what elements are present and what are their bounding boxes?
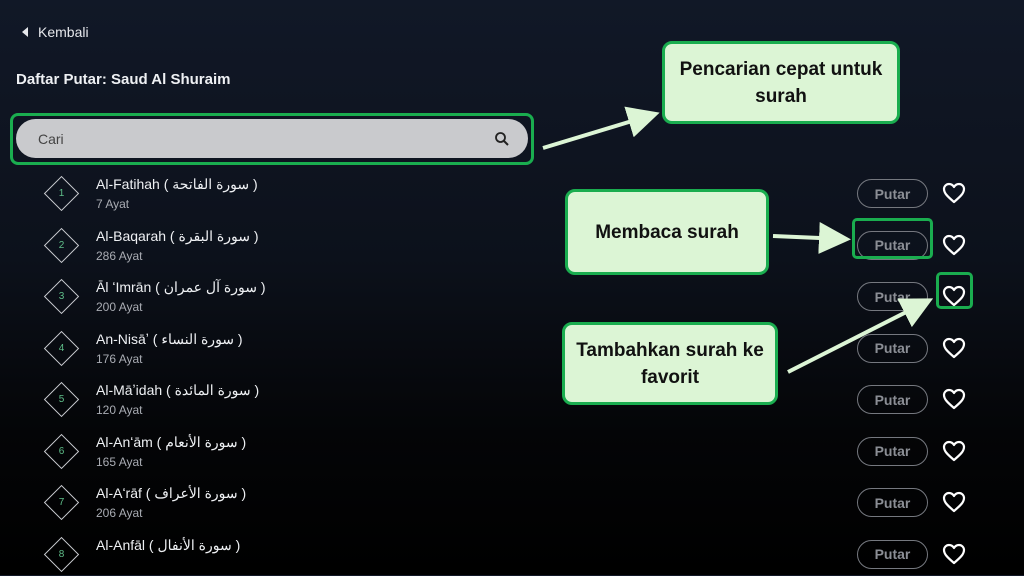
callout-favorite: Tambahkan surah ke favorit [562, 322, 778, 405]
favorite-heart-icon[interactable] [942, 337, 966, 359]
surah-number: 2 [58, 239, 65, 251]
surah-row[interactable]: 1 Al-Fatihah ( سورة الفاتحة ) 7 Ayat Put… [0, 172, 1024, 215]
favorite-highlight [936, 272, 973, 309]
arrow-search [542, 106, 660, 150]
surah-number: 7 [58, 497, 65, 508]
favorite-heart-icon[interactable] [942, 440, 966, 462]
surah-name: Al-Anʻām ( سورة الأنعام ) [96, 433, 247, 450]
surah-row[interactable]: 7 Al-Aʻrāf ( سورة الأعراف ) 206 Ayat Put… [0, 481, 1024, 524]
search-icon[interactable] [494, 131, 510, 147]
search-bar [16, 119, 528, 158]
surah-ayat-count: 286 Ayat [96, 248, 143, 263]
surah-row[interactable]: 8 Al-Anfāl ( سورة الأنفال ) Putar [0, 533, 1024, 576]
callout-search: Pencarian cepat untuk surah [662, 41, 900, 124]
favorite-heart-icon[interactable] [942, 491, 966, 513]
favorite-heart-icon[interactable] [942, 182, 966, 204]
surah-ayat-count: 120 Ayat [96, 403, 143, 417]
surah-row[interactable]: 6 Al-Anʻām ( سورة الأنعام ) 165 Ayat Put… [0, 430, 1024, 473]
search-highlight [10, 113, 534, 165]
surah-ayat-count: 7 Ayat [96, 197, 130, 211]
play-button[interactable]: Putar [857, 230, 928, 260]
surah-name: Al-Fatihah ( سورة الفاتحة ) [96, 176, 258, 192]
surah-name: Al-Aʻrāf ( سورة الأعراف ) [96, 485, 247, 501]
surah-number: 5 [58, 394, 65, 405]
surah-ayat-count: 200 Ayat [96, 300, 143, 314]
back-button[interactable]: Kembali [22, 24, 89, 40]
surah-number: 1 [58, 188, 65, 199]
surah-row[interactable]: 4 An-Nisāʼ ( سورة النساء ) 176 Ayat Puta… [0, 327, 1024, 370]
play-button[interactable]: Putar [857, 333, 928, 363]
surah-name: Al-Baqarah ( سورة البقرة ) [96, 227, 259, 244]
play-button[interactable]: Putar [857, 436, 928, 466]
favorite-heart-icon[interactable] [942, 285, 966, 307]
play-button[interactable]: Putar [857, 385, 928, 414]
surah-name: Āl ʻImrān ( سورة آل عمران ) [96, 279, 266, 295]
surah-row[interactable]: 2 Al-Baqarah ( سورة البقرة ) 286 Ayat Pu… [0, 224, 1024, 267]
surah-ayat-count: 206 Ayat [96, 506, 143, 520]
back-arrow-icon [22, 27, 28, 37]
play-button[interactable]: Putar [857, 488, 928, 517]
favorite-heart-icon[interactable] [942, 543, 966, 565]
surah-row[interactable]: 5 Al-Māʼidah ( سورة المائدة ) 120 Ayat P… [0, 378, 1024, 421]
arrow-favorite [787, 298, 934, 374]
page-title: Daftar Putar: Saud Al Shuraim [16, 71, 231, 88]
surah-name: Al-Anfāl ( سورة الأنفال ) [96, 536, 241, 553]
arrow-play [772, 221, 851, 254]
surah-number: 3 [58, 291, 65, 302]
back-label: Kembali [38, 24, 89, 40]
surah-ayat-count: 165 Ayat [96, 454, 143, 469]
favorite-heart-icon[interactable] [942, 234, 966, 256]
surah-ayat-count: 176 Ayat [96, 351, 143, 366]
play-button[interactable]: Putar [857, 539, 928, 569]
play-button[interactable]: Putar [857, 179, 928, 208]
surah-number: 6 [58, 445, 65, 457]
surah-row[interactable]: 3 Āl ʻImrān ( سورة آل عمران ) 200 Ayat P… [0, 275, 1024, 318]
surah-number: 8 [58, 548, 65, 560]
surah-name: Al-Māʼidah ( سورة المائدة ) [96, 382, 260, 398]
surah-number: 4 [58, 342, 65, 354]
play-highlight [852, 218, 933, 259]
search-input[interactable] [38, 130, 494, 147]
favorite-heart-icon[interactable] [942, 388, 966, 410]
surah-name: An-Nisāʼ ( سورة النساء ) [96, 330, 243, 347]
callout-play: Membaca surah [565, 189, 769, 275]
